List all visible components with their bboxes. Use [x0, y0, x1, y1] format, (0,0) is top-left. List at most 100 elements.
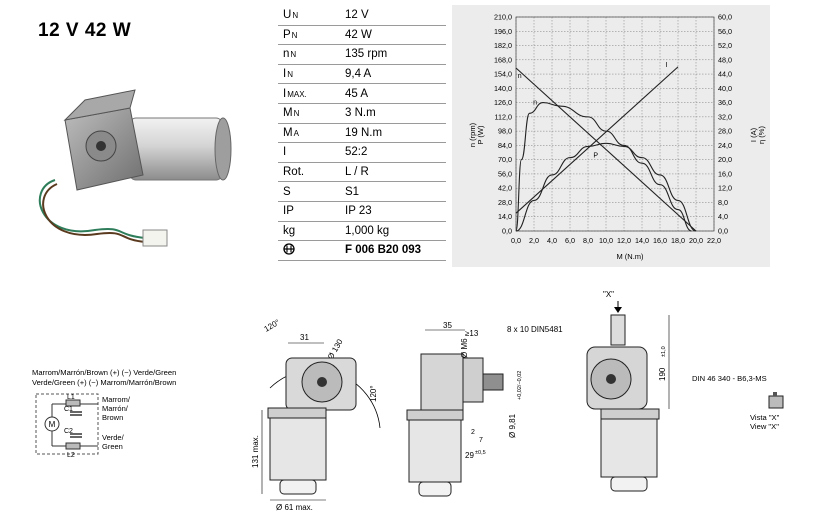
x-tick-label: 16,0 — [653, 236, 667, 245]
spec-value: 135 rpm — [341, 44, 446, 65]
right-axis-ticks: 0,04,08,012,016,020,024,028,032,036,040,… — [718, 13, 732, 236]
brown-label-3: Brown — [102, 413, 123, 422]
right-tick-label: 4,0 — [718, 212, 728, 221]
right-tick-label: 36,0 — [718, 98, 732, 107]
left-axis-ticks: 0,014,028,042,056,070,084,098,0112,0126,… — [494, 13, 512, 236]
brown-label-1: Marrom/ — [102, 395, 131, 404]
spec-symbol-main: M — [283, 126, 293, 139]
spec-symbol: I — [278, 142, 341, 163]
spec-symbol: MN — [278, 103, 341, 124]
plot-frame — [515, 16, 715, 232]
spec-symbol-main: kg — [283, 224, 296, 237]
x-tick-label: 4,0 — [547, 236, 557, 245]
spec-symbol-main: n — [283, 48, 290, 61]
connector-detail — [768, 392, 784, 409]
spec-value: IP 23 — [341, 201, 446, 222]
dim-d61-max: Ø 61 max. — [276, 503, 313, 512]
spec-symbol-sub: MAX. — [287, 89, 307, 99]
wiring-legend: Marrom/Marrón/Brown (+) (−) Verde/Green … — [32, 368, 176, 387]
spec-value: 42 W — [341, 25, 446, 46]
right-tick-label: 40,0 — [718, 84, 732, 93]
gear-housing-side — [420, 353, 464, 411]
bosch-logo-icon — [283, 243, 295, 255]
motor-body-side — [408, 419, 462, 483]
spec-symbol-sub: N — [292, 11, 299, 21]
rating-title: 12 V 42 W — [38, 20, 132, 41]
rear-view-drawing: "X" 190 ±1,0 — [586, 290, 670, 492]
curve-eta — [515, 102, 692, 232]
spec-symbol-sub: A — [293, 128, 299, 138]
right-tick-label: 52,0 — [718, 41, 732, 50]
green-label-2: Green — [102, 442, 123, 451]
x-axis-label: M (N.m) — [616, 252, 644, 261]
spec-symbol-main: U — [283, 9, 292, 22]
brown-label-2: Marrón/ — [102, 404, 129, 413]
chart-background — [452, 5, 770, 267]
dim-31: 31 — [300, 333, 309, 342]
right-tick-label: 24,0 — [718, 141, 732, 150]
left-tick-label: 126,0 — [494, 98, 512, 107]
l2-label: L2 — [67, 452, 75, 459]
right-tick-label: 16,0 — [718, 169, 732, 178]
right-tick-label: 48,0 — [718, 55, 732, 64]
view-x-marker: "X" — [603, 290, 614, 299]
spec-symbol-main: I — [283, 68, 287, 81]
x-tick-label: 6,0 — [565, 236, 575, 245]
left-tick-label: 154,0 — [494, 70, 512, 79]
left-tick-label: 84,0 — [498, 141, 512, 150]
chart-grid — [515, 16, 715, 232]
curve-label: n — [518, 73, 522, 80]
dim-d130: Ø 130 — [326, 337, 345, 361]
right-tick-label: 60,0 — [718, 13, 732, 22]
spec-symbol: UN — [278, 6, 341, 26]
dim-29: 29 — [465, 451, 474, 460]
spec-value: 3 N.m — [341, 103, 446, 124]
dim-29-tol: ±0,5 — [475, 450, 486, 456]
spec-value: S1 — [341, 181, 446, 202]
spec-value: 1,000 kg — [341, 221, 446, 242]
spec-symbol-main: I — [283, 87, 287, 100]
right-tick-label: 56,0 — [718, 27, 732, 36]
spec-symbol-main: S — [283, 185, 291, 198]
spec-row: Rot.L / R — [278, 162, 446, 183]
spec-symbol: MA — [278, 123, 341, 144]
curve-p — [515, 142, 697, 232]
front-view-drawing: 120° 31 Ø 130 120° 131 max. Ø 61 max. — [251, 318, 381, 512]
spec-value: 52:2 — [341, 142, 446, 163]
right-tick-label: 44,0 — [718, 70, 732, 79]
spec-symbol-main: Rot. — [283, 166, 305, 179]
spec-row: nN 135 rpm — [278, 44, 446, 65]
x-tick-label: 2,0 — [529, 236, 539, 245]
x-tick-label: 12,0 — [617, 236, 631, 245]
spec-symbol-sub: N — [290, 50, 297, 60]
spec-row: IMAX.45 A — [278, 83, 446, 104]
motor-symbol-label: M — [49, 420, 56, 429]
curve-n — [515, 67, 697, 232]
spec-value: 12 V — [341, 6, 446, 26]
spec-symbol-main: P — [283, 28, 291, 41]
dim-2: 2 — [471, 429, 475, 436]
left-tick-label: 196,0 — [494, 27, 512, 36]
spec-symbol: S — [278, 181, 341, 202]
din5481-label: 8 x 10 DIN5481 — [507, 325, 563, 334]
spec-symbol-sub: N — [287, 70, 293, 80]
spec-symbol: IMAX. — [278, 83, 341, 104]
spec-row: F 006 B20 093 — [278, 240, 446, 261]
view-x-label: View "X" — [750, 422, 779, 431]
dim-7: 7 — [479, 437, 483, 444]
spec-row: S S1 — [278, 181, 446, 202]
din46340-label: DIN 46 340 - B6,3-MS — [692, 374, 767, 383]
dim-981-tol: +0,02/−0,02 — [517, 371, 523, 400]
right-axis-label-eta: η (%) — [757, 126, 766, 144]
curve-label: I — [665, 62, 667, 69]
spec-symbol — [278, 240, 341, 261]
dim-35: 35 — [443, 321, 452, 330]
